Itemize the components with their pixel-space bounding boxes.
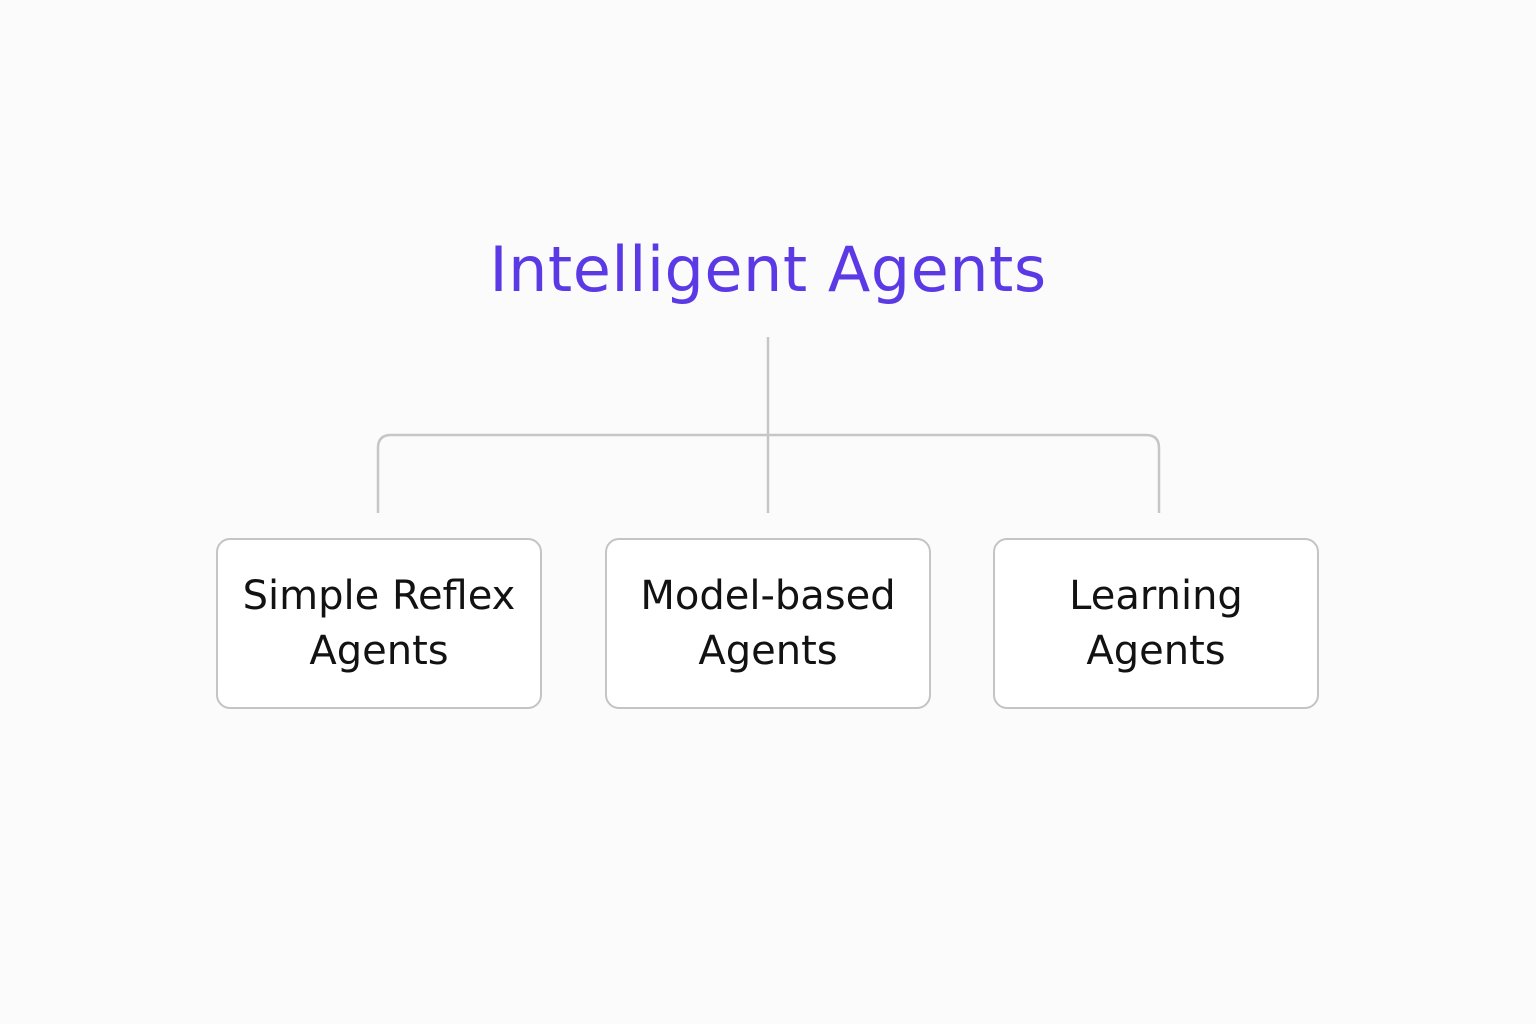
connector-branch (376, 433, 1161, 513)
node-label-line1: Simple Reflex (242, 572, 516, 619)
node-simple-reflex-agents: Simple Reflex Agents (216, 538, 542, 709)
node-label-line2: Agents (1086, 627, 1226, 674)
node-label-line2: Agents (309, 627, 449, 674)
node-learning-agents: Learning Agents (993, 538, 1319, 709)
node-label-line1: Model-based (640, 572, 896, 619)
node-label-line2: Agents (698, 627, 838, 674)
root-node-title: Intelligent Agents (489, 233, 1047, 306)
node-label-line1: Learning (1069, 572, 1243, 619)
node-model-based-agents: Model-based Agents (605, 538, 931, 709)
